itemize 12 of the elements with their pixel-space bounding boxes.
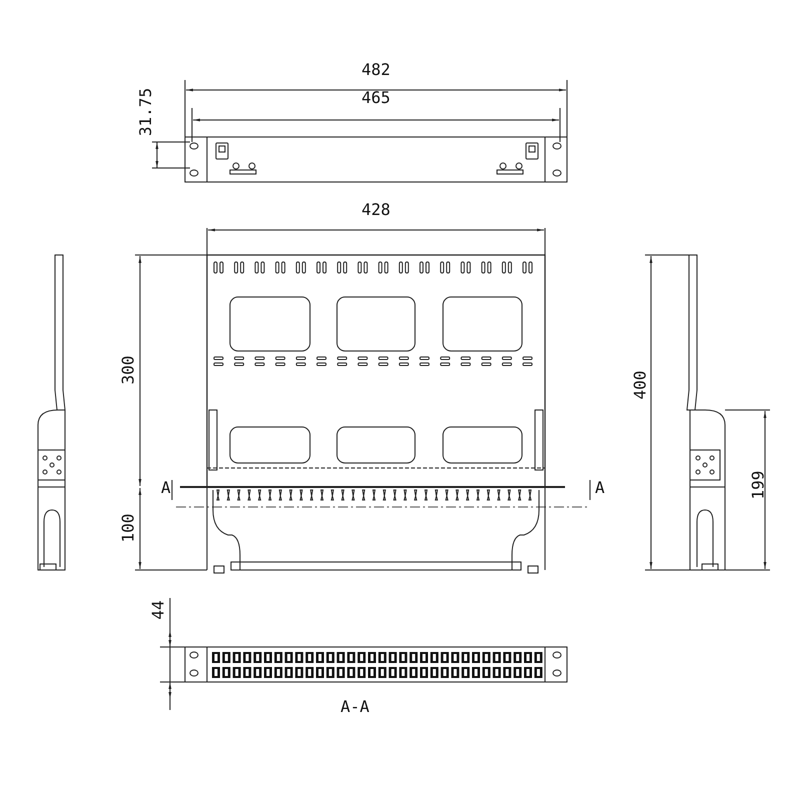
section-label: A — [161, 480, 171, 496]
dimension-label: 300 — [120, 356, 136, 384]
dimension-label: 400 — [632, 370, 648, 400]
dimension-label: 199 — [750, 470, 766, 500]
dimension-label: 44 — [150, 600, 166, 620]
section-label: A-A — [340, 699, 370, 715]
dimension-label: 100 — [120, 514, 136, 542]
section-label: A — [595, 480, 605, 496]
dimension-label: 428 — [362, 202, 390, 218]
dimension-label: 482 — [362, 62, 390, 78]
dimension-label: 465 — [362, 90, 390, 106]
dimension-label: 31.75 — [138, 88, 154, 136]
